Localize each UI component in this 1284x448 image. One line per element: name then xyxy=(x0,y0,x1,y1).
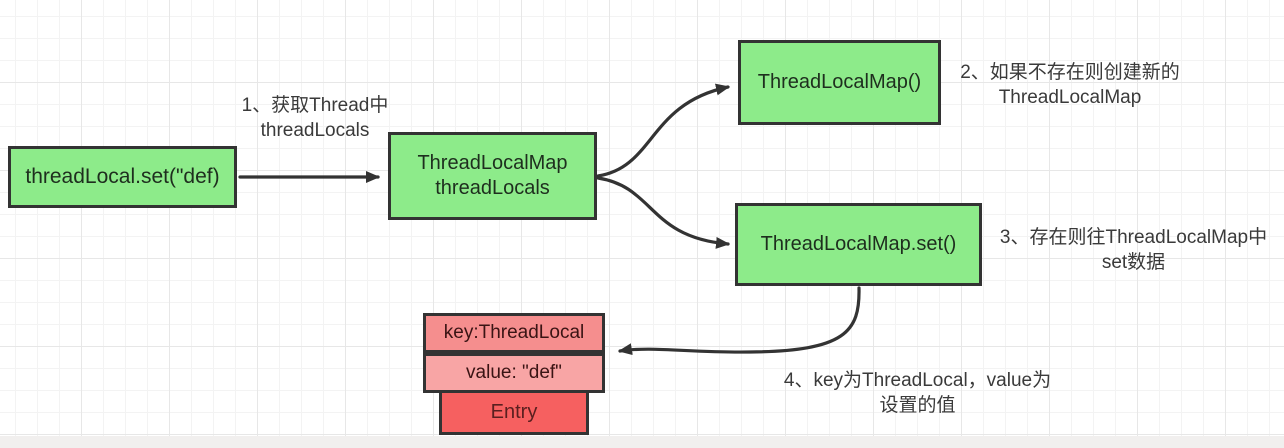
node-threadlocalmap-set: ThreadLocalMap.set() xyxy=(735,203,982,286)
annotation-step3: 3、存在则往ThreadLocalMap中 set数据 xyxy=(983,225,1284,275)
node-entry-value-label: value: "def" xyxy=(466,362,562,384)
annotation-step2-line1: 2、如果不存在则创建新的 xyxy=(960,62,1180,83)
arrow-threadlocals-to-mapset xyxy=(596,176,730,249)
node-entry-key-label: key:ThreadLocal xyxy=(443,322,585,344)
node-entry-key: key:ThreadLocal xyxy=(423,313,605,353)
node-threadlocals-line2: threadLocals xyxy=(435,177,550,199)
node-threadlocalmap-set-label: ThreadLocalMap.set() xyxy=(760,233,957,255)
node-threadlocals: ThreadLocalMap threadLocals xyxy=(388,132,597,220)
canvas-bottom-edge xyxy=(0,436,1284,448)
arrow-mapset-to-entry xyxy=(618,286,861,356)
annotation-step1: 1、获取Thread中 threadLocals xyxy=(210,93,420,143)
annotation-step1-line1: 1、获取Thread中 xyxy=(241,95,389,116)
annotation-step2: 2、如果不存在则创建新的 ThreadLocalMap xyxy=(945,60,1195,110)
annotation-step4: 4、key为ThreadLocal，value为 设置的值 xyxy=(760,368,1075,418)
annotation-step1-line2: threadLocals xyxy=(260,120,370,141)
node-new-threadlocalmap-label: ThreadLocalMap() xyxy=(757,71,922,93)
arrow-threadlocals-to-newmap xyxy=(596,83,730,178)
node-threadlocal-set-label: threadLocal.set("def) xyxy=(25,164,220,188)
node-entry-value: value: "def" xyxy=(423,353,605,393)
annotation-step3-line1: 3、存在则往ThreadLocalMap中 xyxy=(999,227,1268,248)
annotation-step4-line2: 设置的值 xyxy=(879,395,956,416)
annotation-step4-line1: 4、key为ThreadLocal，value为 xyxy=(783,370,1052,391)
node-entry-label: Entry xyxy=(490,401,538,423)
node-threadlocals-line1: ThreadLocalMap xyxy=(417,152,568,174)
node-threadlocal-set: threadLocal.set("def) xyxy=(8,146,237,208)
annotation-step2-line2: ThreadLocalMap xyxy=(998,87,1142,108)
annotation-step3-line2: set数据 xyxy=(1101,252,1166,273)
node-new-threadlocalmap: ThreadLocalMap() xyxy=(738,40,941,125)
node-entry: Entry xyxy=(439,390,589,435)
